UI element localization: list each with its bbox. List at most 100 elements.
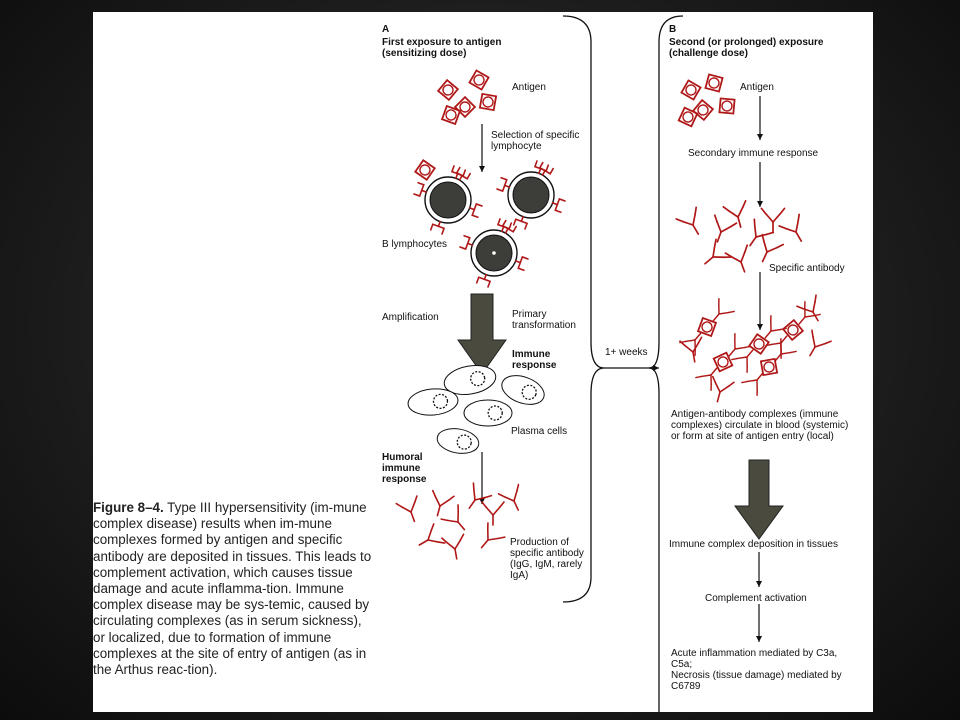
antibody-stem xyxy=(480,539,489,549)
antibody-arm xyxy=(753,225,757,238)
antibody-tip xyxy=(778,225,787,230)
antigen-icon xyxy=(478,92,498,112)
antibody-arm xyxy=(492,506,501,516)
receptor-stem xyxy=(420,189,428,193)
antibody-stem xyxy=(704,256,714,265)
antibody-arm xyxy=(427,539,440,543)
plasma-cell-body xyxy=(443,364,497,396)
surface-receptor-icon xyxy=(468,202,483,219)
antibody-icon xyxy=(418,523,446,546)
antibody-tip xyxy=(734,332,736,341)
nucleolus xyxy=(492,251,496,255)
receptor-cup xyxy=(459,234,471,251)
antibody-arm xyxy=(503,495,515,502)
antibody-tip xyxy=(431,489,437,498)
b-lymphocyte xyxy=(507,171,555,219)
antibody-tip xyxy=(499,501,505,508)
antibody-icon xyxy=(778,213,803,242)
arrow-antibody-to-complexes xyxy=(757,272,763,330)
antibody-tip xyxy=(804,300,806,309)
antigen-square xyxy=(436,78,460,102)
antibody-arm xyxy=(720,225,732,233)
antibody-arm xyxy=(684,339,696,343)
complex-antigen-icon xyxy=(747,332,771,356)
antibody-tip xyxy=(756,388,758,397)
plasma-cell xyxy=(407,388,459,416)
surface-receptor-icon xyxy=(496,218,513,233)
arrow-head xyxy=(757,201,763,207)
receptor-stem xyxy=(501,225,505,233)
antigen-square xyxy=(680,79,702,101)
antigen-square xyxy=(691,98,715,122)
panel-a-antigen-label: Antigen xyxy=(512,82,546,93)
antibody-arm xyxy=(746,379,758,383)
antibody-tip xyxy=(437,541,446,544)
antibody-tip xyxy=(694,348,696,357)
antibody-icon xyxy=(679,336,703,363)
antigen-core xyxy=(787,324,799,336)
antigen-square xyxy=(478,92,498,112)
big-arrow-amplification xyxy=(457,293,507,375)
antibody-tip xyxy=(789,350,797,354)
antigen-square xyxy=(677,106,699,128)
plasma-cell-nucleus xyxy=(487,405,503,421)
antigen-core xyxy=(459,101,471,113)
antibody-arm xyxy=(718,311,730,315)
antibody-arm xyxy=(764,212,774,223)
antibody-tip xyxy=(780,337,782,346)
antibody-icon xyxy=(480,522,506,549)
antibody-tip xyxy=(440,518,449,522)
antibody-tip xyxy=(395,502,403,508)
antibody-arm xyxy=(770,320,772,332)
antibody-stem xyxy=(756,372,764,381)
receptor-stem xyxy=(468,207,476,211)
plasma-cell xyxy=(436,428,480,454)
antibody-tip xyxy=(744,244,749,253)
antibody-stem xyxy=(798,316,806,325)
antibody-stem xyxy=(468,499,476,509)
antibody-arm xyxy=(718,303,720,315)
surface-receptor-icon xyxy=(429,220,446,235)
selection-label: Selection of specific lymphocyte xyxy=(491,130,580,152)
antigen-core xyxy=(708,77,720,89)
complement-label: Complement activation xyxy=(705,593,807,604)
antibody-stem xyxy=(737,216,742,228)
antibody-arm xyxy=(400,506,412,513)
plasma-cells-label: Plasma cells xyxy=(511,426,568,437)
antigen-icon xyxy=(718,97,736,115)
antibody-arm xyxy=(700,374,712,378)
antibody-arm xyxy=(755,233,768,238)
receptor-cup xyxy=(475,276,492,288)
cell-nucleus xyxy=(512,176,550,214)
receptor-stem xyxy=(483,273,487,281)
antibody-arm xyxy=(427,529,433,541)
panel-a-title: First exposure to antigen (sensitizing d… xyxy=(382,37,502,59)
arrow-head xyxy=(757,134,763,140)
antibody-icon xyxy=(440,504,466,531)
antibody-arm xyxy=(710,374,712,386)
antigen-icon xyxy=(691,98,715,122)
antibody-tip xyxy=(497,536,506,540)
antibody-tip xyxy=(824,340,832,345)
antigen-square xyxy=(712,351,734,373)
antibody-tip xyxy=(710,383,712,392)
antibody-tip xyxy=(796,305,804,310)
antigen-icon xyxy=(704,73,724,93)
antibody-arm xyxy=(770,342,782,346)
antibody-tip xyxy=(727,310,735,314)
plasma-cell-nucleus xyxy=(521,384,537,400)
antibody-arm xyxy=(692,213,697,226)
receptor-cup xyxy=(413,181,425,198)
antibody-stem xyxy=(513,500,520,511)
antibody-tip xyxy=(497,493,506,498)
panel-b-antigen-label: Antigen xyxy=(740,82,774,93)
receptor-cup xyxy=(471,202,483,219)
antibody-arm xyxy=(681,220,694,226)
antibody-stem xyxy=(809,346,816,357)
antibody-tip xyxy=(448,495,455,501)
complex-antigen-icon xyxy=(781,318,805,342)
interval-label: 1+ weeks xyxy=(605,347,648,358)
antibody-tip xyxy=(430,523,435,531)
antibody-stem xyxy=(716,391,721,403)
surface-receptor-icon xyxy=(533,160,550,175)
